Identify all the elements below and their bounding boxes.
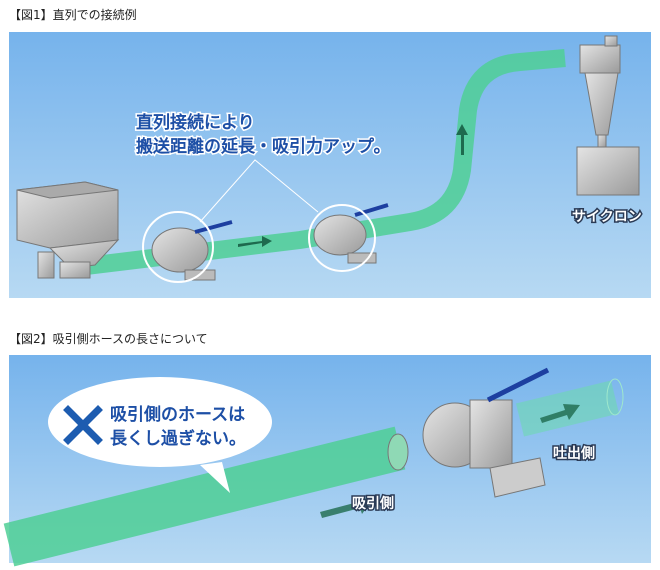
- suction-side-label: 吸引側: [352, 495, 394, 512]
- figure2-panel: 吸引側のホースは 長くし過ぎない。 吐出側 吸引側: [3, 355, 651, 567]
- flow-arrow-icon: [238, 236, 272, 247]
- figure1-caption: 【図1】直列での接続例: [9, 8, 137, 22]
- figure1-panel: 直列接続により 搬送距離の延長・吸引力アップ。 サイクロン: [9, 32, 651, 298]
- callout-line-1: 直列接続により: [136, 112, 255, 133]
- transport-pipe: [68, 49, 566, 277]
- cyclone: [576, 35, 640, 196]
- bubble-line-2: 長くし過ぎない。: [110, 428, 246, 449]
- x-mark-icon: [63, 405, 103, 445]
- figure2-caption: 【図2】吸引側ホースの長さについて: [9, 332, 208, 346]
- pump-2: [308, 203, 389, 272]
- pump: [387, 367, 550, 498]
- cyclone-label: サイクロン: [572, 209, 642, 225]
- flow-arrow-icon: [540, 404, 580, 423]
- pump-1: [142, 211, 233, 283]
- flow-arrow-icon: [456, 124, 468, 155]
- suction-hose: [3, 426, 406, 567]
- discharge-side-label: 吐出側: [553, 445, 595, 462]
- bubble-line-1: 吸引側のホースは: [110, 404, 245, 425]
- speech-bubble: [48, 377, 272, 493]
- hopper: [16, 181, 120, 279]
- flow-arrow-icon: [320, 496, 372, 518]
- callout-line-2: 搬送距離の延長・吸引力アップ。: [136, 136, 391, 157]
- callout-leader: [199, 159, 319, 223]
